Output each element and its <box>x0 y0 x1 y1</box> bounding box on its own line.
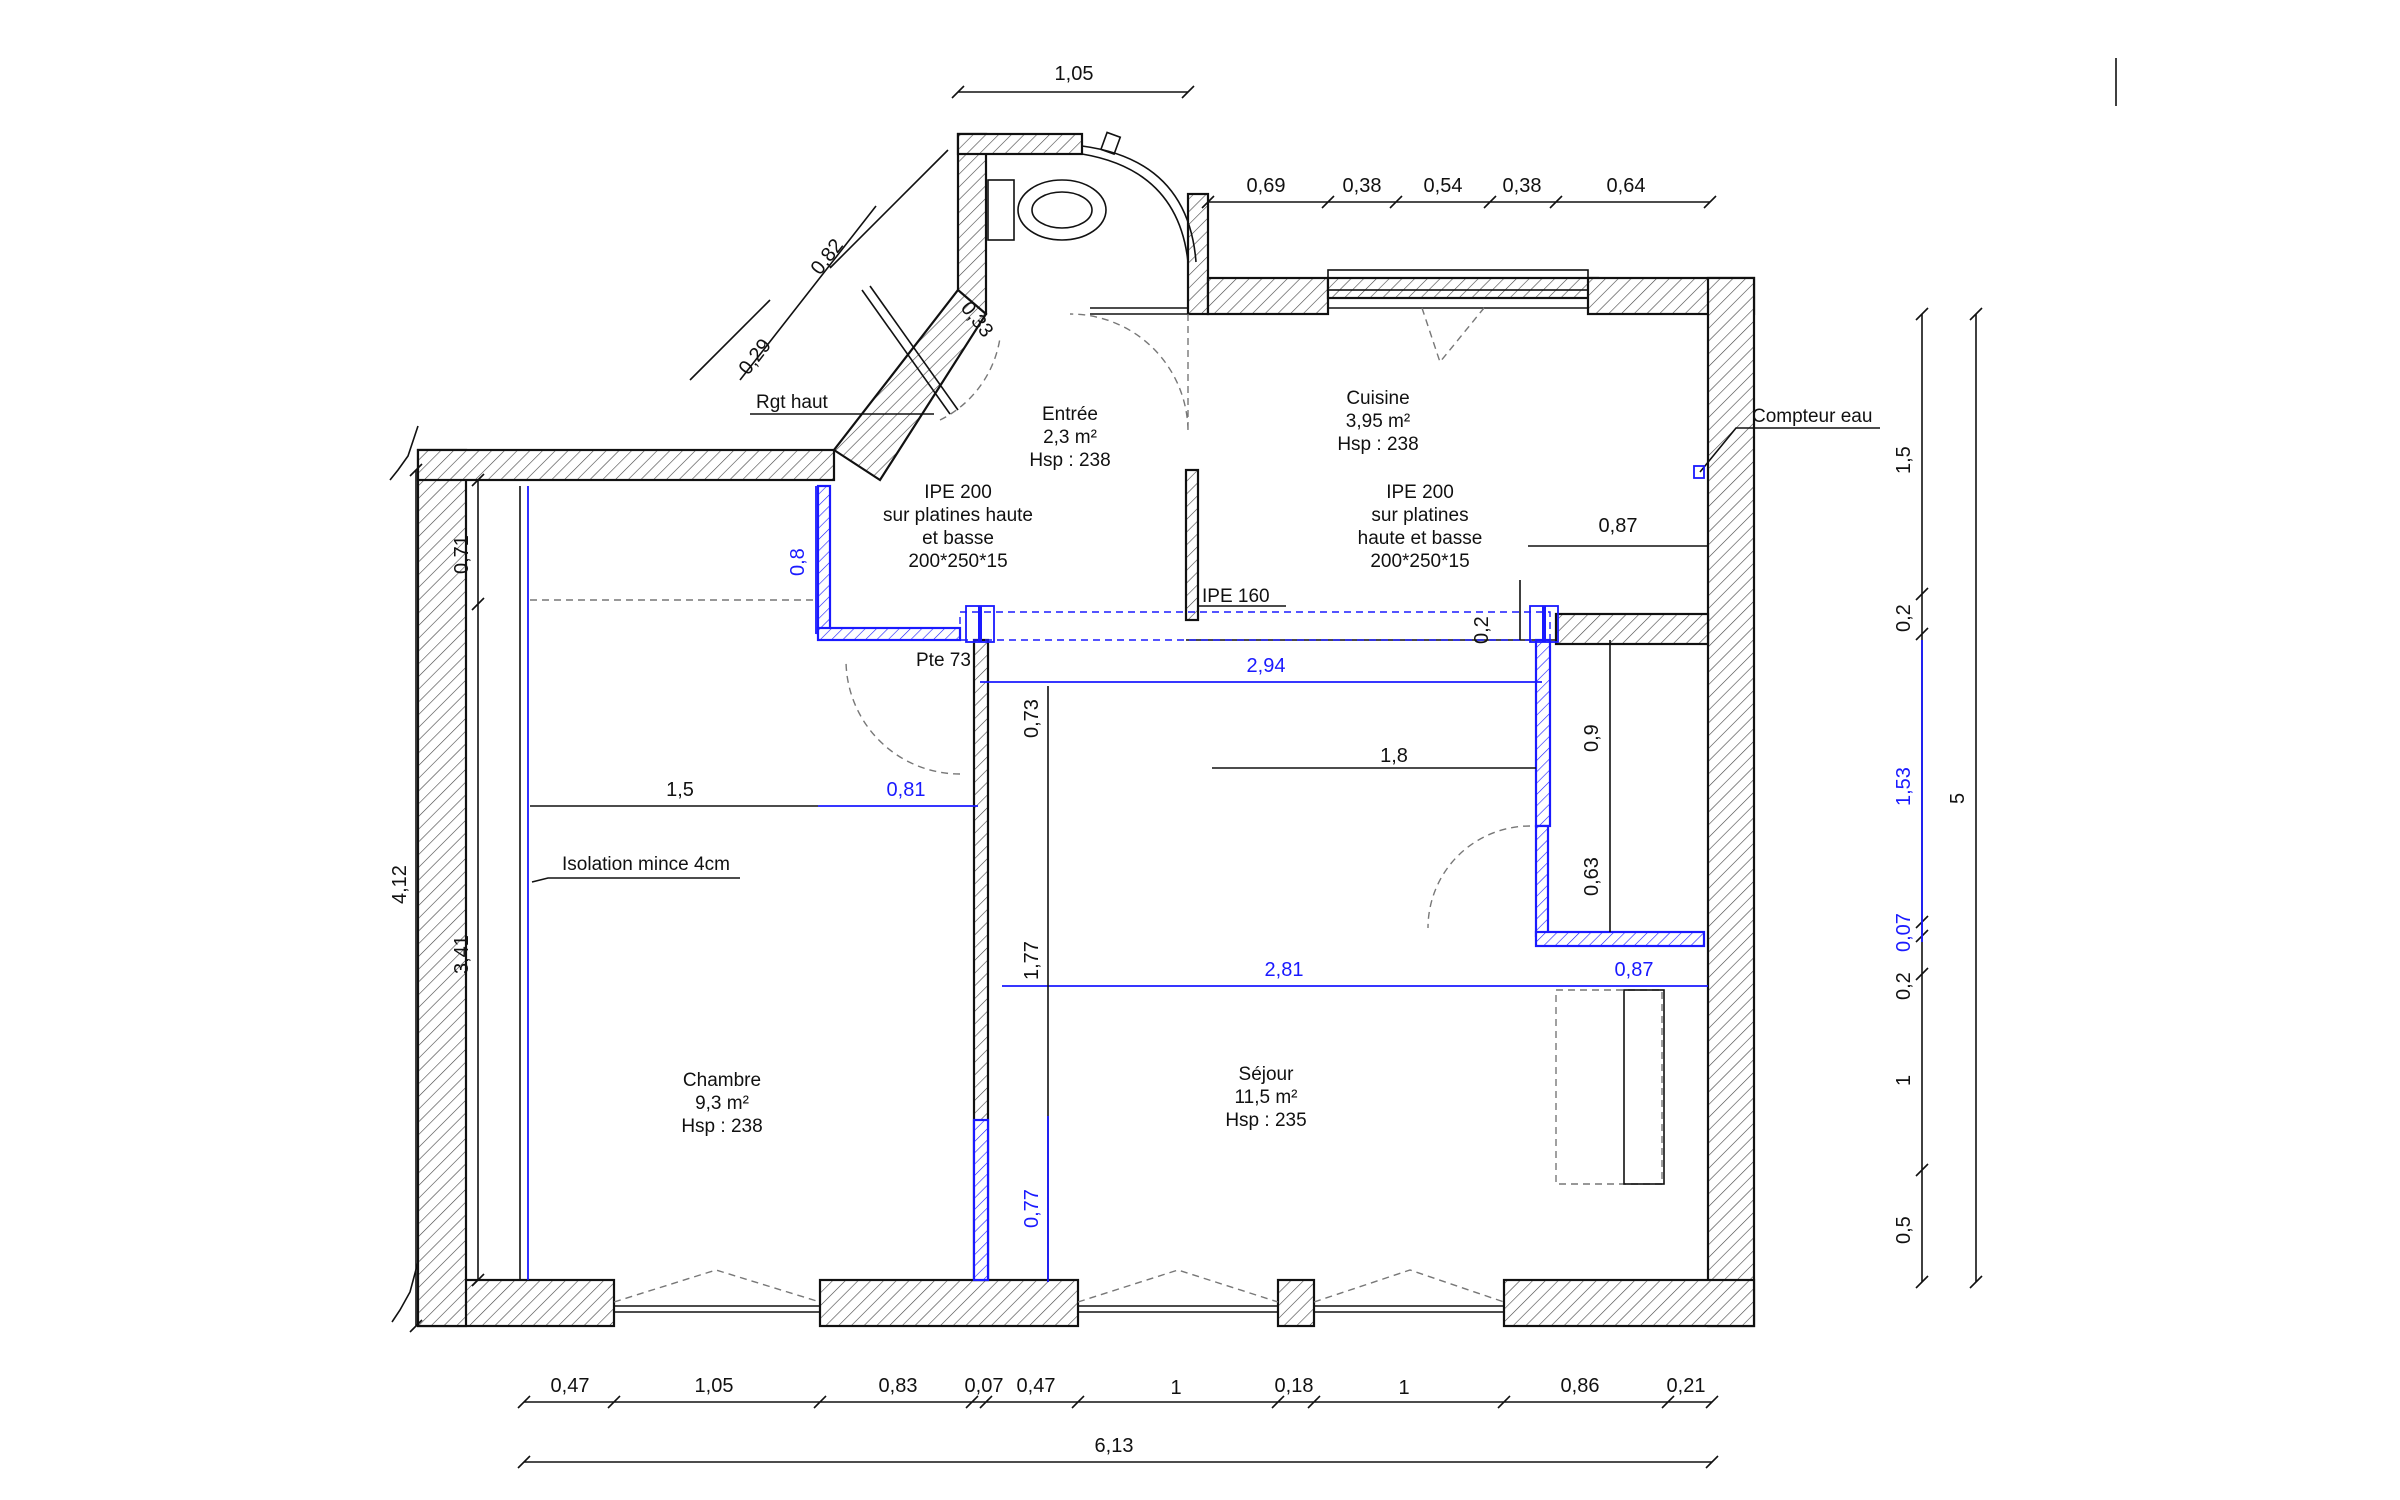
dim-right-02a: 0,2 <box>1893 604 1915 632</box>
dim-bottom-6: 0,18 <box>1275 1375 1314 1397</box>
dim-bottom-8: 0,86 <box>1561 1375 1600 1397</box>
note-ipe160: IPE 160 <box>1202 586 1270 607</box>
dim-left-412: 4,12 <box>389 865 411 904</box>
room-cuisine: Cuisine 3,95 m² Hsp : 238 <box>1337 388 1418 455</box>
room-height: Hsp : 235 <box>1225 1110 1306 1131</box>
dim-bottom-9: 0,21 <box>1667 1375 1706 1397</box>
ipe-beam <box>959 605 1559 643</box>
dim-294: 2,94 <box>1247 655 1286 677</box>
dim-right-15: 1,5 <box>1893 446 1915 474</box>
dim-right-05: 0,5 <box>1893 1216 1915 1244</box>
dim-top-1: 0,38 <box>1343 175 1382 197</box>
note-pte: Pte 73 <box>916 650 971 671</box>
dim-bottom-7: 1 <box>1398 1377 1409 1399</box>
room-name: Chambre <box>683 1070 761 1091</box>
note-ipe-left: IPE 200 sur platines haute et basse 200*… <box>883 482 1033 572</box>
dimension-labels: 1,05 0,69 0,38 0,54 0,38 0,64 0,82 0,29 … <box>389 63 1969 1457</box>
dim-bottom-3: 0,07 <box>965 1375 1004 1397</box>
note-line: sur platines <box>1371 505 1468 526</box>
exterior-walls <box>416 132 1756 1328</box>
room-sejour: Séjour 11,5 m² Hsp : 235 <box>1225 1064 1306 1131</box>
dim-top-2: 0,54 <box>1424 175 1463 197</box>
dim-right-007: 0,07 <box>1893 913 1915 952</box>
room-name: Entrée <box>1042 404 1098 425</box>
room-area: 3,95 m² <box>1346 411 1410 432</box>
dim-kitchen-087: 0,87 <box>1599 515 1638 537</box>
room-height: Hsp : 238 <box>1029 450 1110 471</box>
dim-bottom-1: 1,05 <box>695 1375 734 1397</box>
wc-toilet <box>987 131 1197 263</box>
dim-09: 0,9 <box>1581 724 1603 752</box>
dim-right-1: 1 <box>1893 1075 1915 1086</box>
note-line: 200*250*15 <box>1370 551 1469 572</box>
room-name: Cuisine <box>1346 388 1409 409</box>
dim-15: 1,5 <box>666 779 694 801</box>
room-area: 2,3 m² <box>1043 427 1097 448</box>
dim-bottom-0: 0,47 <box>551 1375 590 1397</box>
note-line: 200*250*15 <box>908 551 1007 572</box>
note-rgt: Rgt haut <box>756 392 829 413</box>
dim-top-3: 0,38 <box>1503 175 1542 197</box>
dim-total: 6,13 <box>1095 1435 1134 1457</box>
break-lines <box>389 425 419 1323</box>
dimension-lines <box>409 85 1983 1469</box>
dim-wc-width: 1,05 <box>1055 63 1094 85</box>
dim-063: 0,63 <box>1581 857 1603 896</box>
note-line: IPE 200 <box>1386 482 1454 503</box>
dim-right-153: 1,53 <box>1893 767 1915 806</box>
dim-02: 0,2 <box>1471 616 1493 644</box>
room-height: Hsp : 238 <box>1337 434 1418 455</box>
dim-177: 1,77 <box>1021 941 1043 980</box>
dim-bottom-2: 0,83 <box>879 1375 918 1397</box>
dim-281: 2,81 <box>1265 959 1304 981</box>
dim-top-4: 0,64 <box>1607 175 1646 197</box>
door-swings <box>530 307 1665 1303</box>
dim-right-5: 5 <box>1947 793 1969 804</box>
interior-walls <box>519 468 1710 1282</box>
note-compteur: Compteur eau <box>1752 406 1872 427</box>
dim-bottom-5: 1 <box>1170 1377 1181 1399</box>
room-area: 11,5 m² <box>1234 1087 1297 1108</box>
room-height: Hsp : 238 <box>681 1116 762 1137</box>
note-line: sur platines haute <box>883 505 1033 526</box>
dim-18: 1,8 <box>1380 745 1408 767</box>
note-line: et basse <box>922 528 994 549</box>
note-ipe-right: IPE 200 sur platines haute et basse 200*… <box>1358 482 1483 572</box>
room-name: Séjour <box>1239 1064 1295 1085</box>
note-line: IPE 200 <box>924 482 992 503</box>
room-chambre: Chambre 9,3 m² Hsp : 238 <box>681 1070 762 1137</box>
dim-bottom-4: 0,47 <box>1017 1375 1056 1397</box>
note-line: haute et basse <box>1358 528 1483 549</box>
dim-08: 0,8 <box>787 548 809 576</box>
note-isolation: Isolation mince 4cm <box>562 854 730 875</box>
dim-left-071: 0,71 <box>451 535 473 574</box>
dim-087b: 0,87 <box>1615 959 1654 981</box>
room-entree: Entrée 2,3 m² Hsp : 238 <box>1029 404 1110 471</box>
dim-073: 0,73 <box>1021 699 1043 738</box>
room-area: 9,3 m² <box>695 1093 749 1114</box>
windows <box>614 269 1589 1313</box>
dim-077: 0,77 <box>1021 1189 1043 1228</box>
dim-right-02b: 0,2 <box>1893 972 1915 1000</box>
dim-081: 0,81 <box>887 779 926 801</box>
dim-top-0: 0,69 <box>1247 175 1286 197</box>
dim-left-341: 3,41 <box>451 935 473 974</box>
